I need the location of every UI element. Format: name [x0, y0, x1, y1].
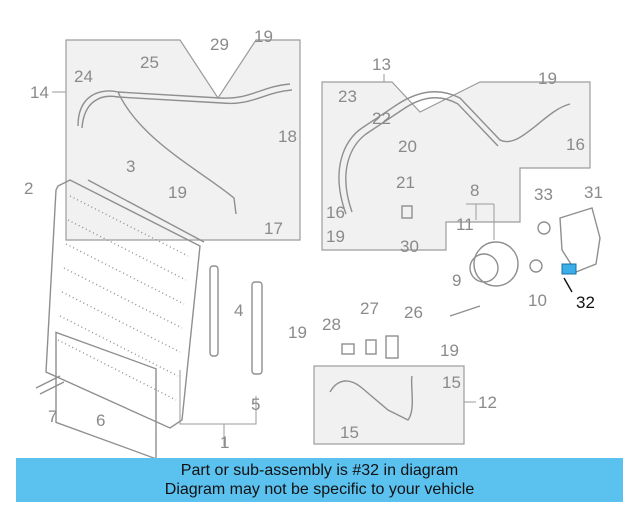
ac-hose-14: [77, 83, 291, 215]
group-box-12: [313, 365, 465, 445]
part-label-19c: 19: [168, 183, 187, 202]
group-box-13: [321, 81, 591, 251]
part-label-9: 9: [452, 271, 461, 290]
info-banner: Part or sub-assembly is #32 in diagram D…: [16, 458, 623, 502]
part-label-28: 28: [322, 315, 341, 334]
part-30: [401, 205, 413, 219]
dryer-tube-4: [209, 265, 219, 357]
part-label-22: 22: [372, 109, 391, 128]
group-box-14: [65, 39, 301, 241]
part-32-highlight: [561, 263, 577, 275]
part-label-31: 31: [584, 183, 603, 202]
part-label-33: 33: [534, 185, 553, 204]
part-label-2: 2: [24, 179, 33, 198]
part-label-12: 12: [478, 393, 497, 412]
part-label-20: 20: [398, 137, 417, 156]
ac-hose-14-inner: [81, 89, 293, 129]
banner-line-1: Part or sub-assembly is #32 in diagram: [180, 462, 459, 479]
part-label-24: 24: [74, 67, 93, 86]
compressor-pulley: [469, 253, 499, 283]
leader-32: [563, 277, 573, 293]
part-10: [529, 259, 543, 273]
part-7: [35, 375, 65, 395]
part-label-16b: 16: [326, 203, 345, 222]
shield-plate: [55, 331, 157, 460]
part-label-19e: 19: [288, 323, 307, 342]
part-label-19a: 19: [254, 27, 273, 46]
part-label-6: 6: [96, 411, 105, 430]
part-33: [537, 221, 551, 235]
bracket-31: [559, 207, 601, 273]
ac-hose-13-inner: [345, 97, 499, 213]
part-label-30: 30: [400, 237, 419, 256]
part-label-29: 29: [210, 35, 229, 54]
part-label-21: 21: [396, 173, 415, 192]
bar-3: [87, 179, 205, 243]
part-label-3: 3: [126, 157, 135, 176]
part-label-19b: 19: [538, 69, 557, 88]
part-label-25: 25: [140, 53, 159, 72]
part-28: [341, 343, 355, 355]
part-label-17: 17: [264, 219, 283, 238]
part-label-32: 32: [576, 293, 595, 312]
part-label-27: 27: [360, 299, 379, 318]
part-27: [365, 339, 377, 355]
part-label-19d: 19: [326, 227, 345, 246]
ac-hose-13: [338, 91, 571, 215]
part-label-15b: 15: [340, 423, 359, 442]
part-label-18: 18: [278, 127, 297, 146]
banner-line-2: Diagram may not be specific to your vehi…: [164, 481, 475, 498]
part-label-15a: 15: [442, 373, 461, 392]
part-label-1: 1: [220, 433, 229, 452]
part-label-8: 8: [470, 181, 479, 200]
part-label-14: 14: [30, 83, 49, 102]
leader-1: [179, 370, 257, 446]
dryer-tube-5: [251, 281, 263, 375]
part-label-23: 23: [338, 87, 357, 106]
part-label-11: 11: [456, 215, 474, 234]
part-label-5: 5: [251, 395, 260, 414]
part-label-7: 7: [48, 407, 57, 426]
part-label-10: 10: [528, 291, 547, 310]
bolt-9: [449, 305, 481, 317]
part-label-19f: 19: [440, 341, 459, 360]
part-label-26: 26: [404, 303, 423, 322]
part-label-16a: 16: [566, 135, 585, 154]
part-26: [385, 335, 399, 359]
part-label-4: 4: [234, 301, 243, 320]
leader-8: [466, 203, 495, 240]
ac-hose-12: [329, 375, 413, 421]
condenser: [45, 179, 201, 429]
part-label-13: 13: [372, 55, 391, 74]
compressor: [473, 241, 519, 287]
